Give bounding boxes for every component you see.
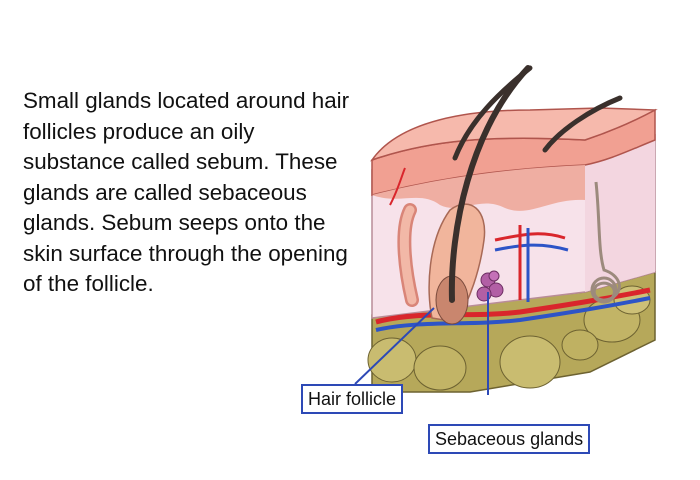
sweat-duct — [397, 203, 419, 307]
hair-shafts — [452, 65, 623, 161]
hair-follicle-label: Hair follicle — [301, 384, 404, 414]
sebaceous-glands-label: Sebaceous glands — [428, 424, 591, 454]
body-text: Small glands located around hair follicl… — [23, 88, 350, 296]
skin-cross-section-illustration — [354, 65, 658, 395]
hair-follicle-leader-line — [354, 307, 435, 385]
hair-follicle — [428, 65, 531, 325]
epidermis-layer — [370, 107, 658, 211]
sweat-gland-coil — [590, 181, 621, 304]
